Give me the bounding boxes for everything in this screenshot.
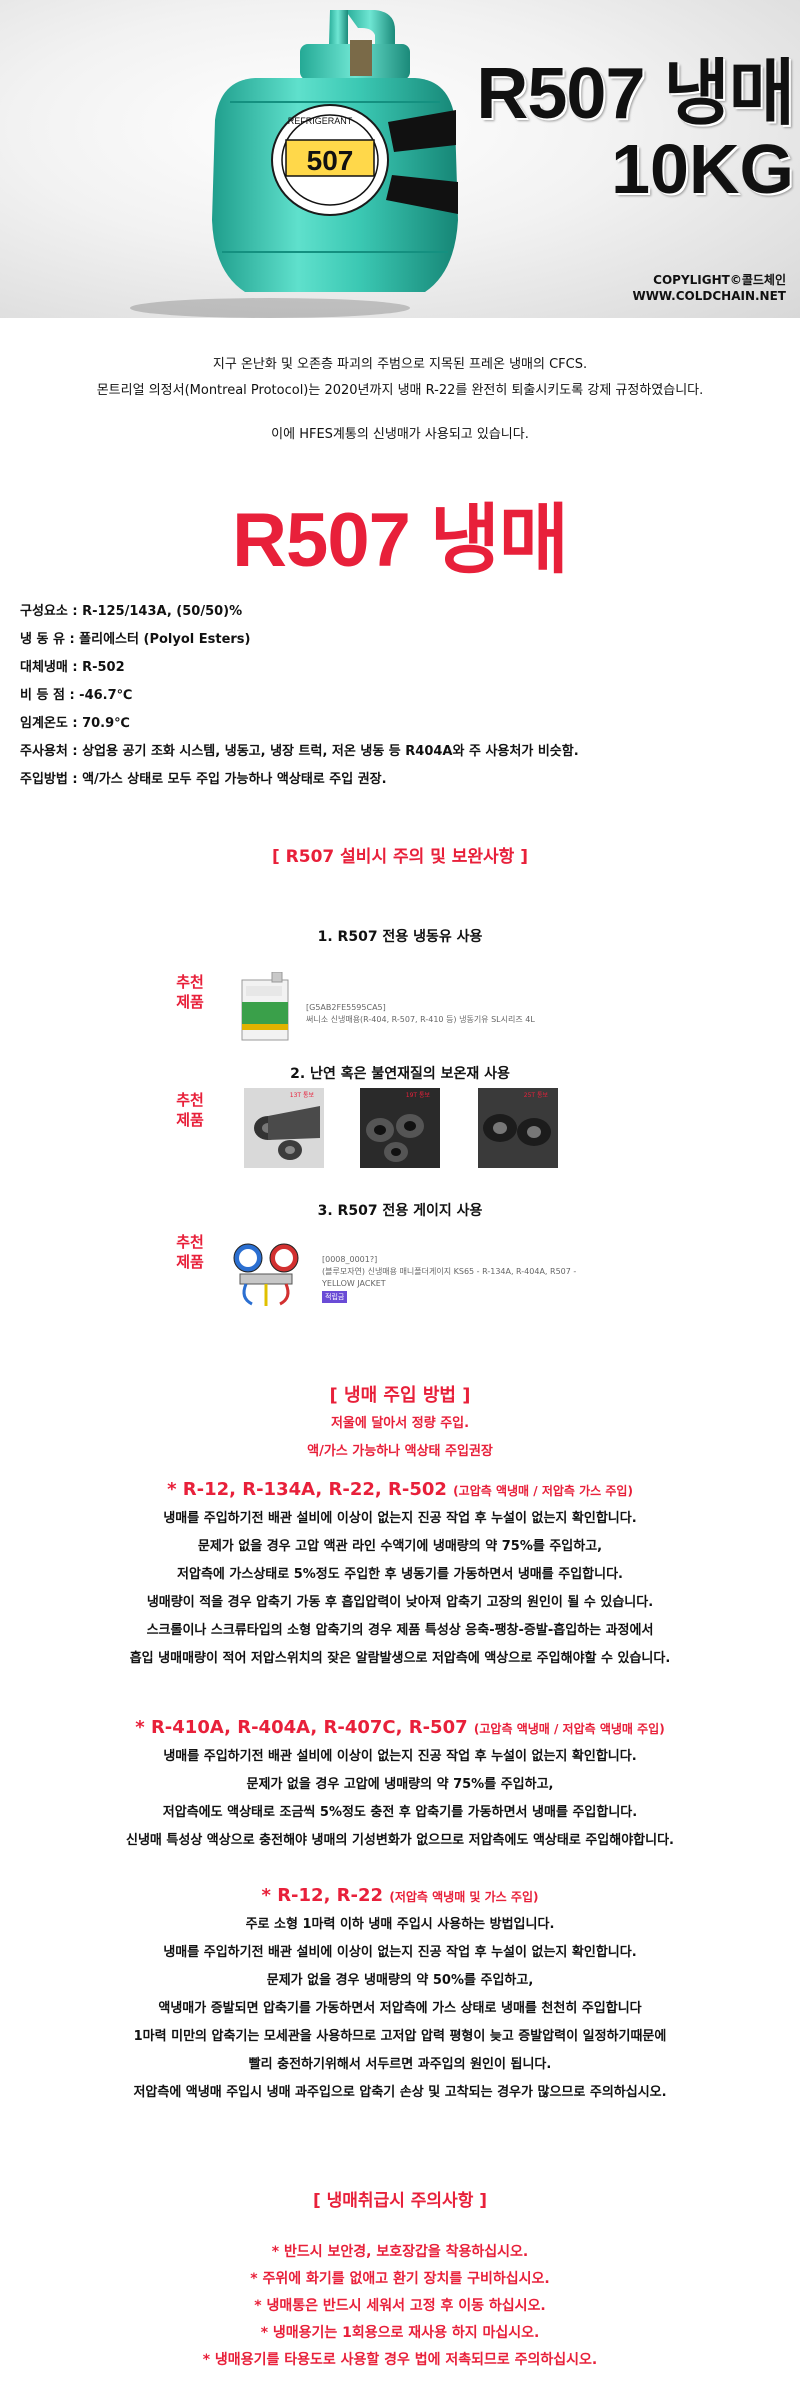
charging-sub1: 저울에 달아서 정량 주입.	[330, 1416, 470, 1431]
caution-item-4: * 냉매용기는 1회용으로 재사용 하지 마십시오.	[260, 2325, 540, 2341]
oil-product-name: 써니소 신냉매용(R-404, R-507, R-410 등) 냉동기유 SL시…	[306, 1015, 535, 1024]
install-item1-title: 1. R507 전용 냉동유 사용	[317, 929, 483, 945]
oil-can-image[interactable]	[236, 972, 296, 1044]
charging-group-1: * R-12, R-134A, R-22, R-502 (고압측 액냉매 / 저…	[0, 1476, 800, 1673]
spec-critical-temp: 임계온도 : 70.9℃	[20, 716, 130, 731]
oil-product-code: [G5AB2FE5595CA5]	[306, 1003, 386, 1012]
install-section-heading: [ R507 설비시 주의 및 보완사항 ]	[271, 847, 529, 867]
intro-text: 지구 온난화 및 오존층 파괴의 주범으로 지목된 프레온 냉매의 CFCS. …	[0, 352, 800, 448]
charging-group2-line1: 냉매를 주입하기전 배관 설비에 이상이 없는지 진공 작업 후 누설이 없는지…	[163, 1749, 637, 1764]
charging-group3-line7: 저압측에 액냉매 주입시 냉매 과주입으로 압축기 손상 및 고착되는 경우가 …	[133, 2085, 667, 2100]
spec-charging: 주입방법 : 액/가스 상태로 모두 주입 가능하나 액상태로 주입 권장.	[20, 772, 387, 787]
insulation-19t-image[interactable]: 19T 통보	[360, 1088, 440, 1168]
charging-group-3: * R-12, R-22 (저압측 액냉매 및 가스 주입) 주로 소형 1마력…	[0, 1882, 800, 2107]
hero-title-line2: 10KG	[611, 130, 794, 208]
charging-group1-heading: * R-12, R-134A, R-22, R-502 (고압측 액냉매 / 저…	[167, 1479, 633, 1500]
copyright-url: WWW.COLDCHAIN.NET	[632, 289, 786, 303]
charging-heading: [ 냉매 주입 방법 ]	[329, 1385, 471, 1406]
insulation-13t-image[interactable]: 13T 통보	[244, 1088, 324, 1168]
install-item2-title: 2. 난연 혹은 불연재질의 보온재 사용	[290, 1066, 510, 1082]
charging-group3-line3: 문제가 없을 경우 냉매량의 약 50%를 주입하고,	[266, 1973, 534, 1988]
hero-banner: 507 REFRIGERANT R507 냉매 10KG COPYLIGHT©콜…	[0, 0, 800, 318]
caution-item-2: * 주위에 화기를 없애고 환기 장치를 구비하십시오.	[250, 2271, 550, 2287]
charging-group1-line5: 스크롤이나 스크류타입의 소형 압축기의 경우 제품 특성상 응축-팽창-증발-…	[146, 1623, 654, 1638]
cylinder-label-text: 507	[307, 145, 354, 176]
hero-title: R507 냉매 10KG	[476, 54, 795, 208]
charging-group1-line6: 흡입 냉매매량이 적어 저압스위치의 잦은 알람발생으로 저압측에 액상으로 주…	[129, 1651, 671, 1666]
spec-replacement: 대체냉매 : R-502	[20, 660, 125, 675]
spec-oil: 냉 동 유 : 폴리에스터 (Polyol Esters)	[20, 632, 251, 647]
caution-item-3: * 냉매통은 반드시 세워서 고정 후 이동 하십시오.	[254, 2298, 546, 2314]
charging-group2-line3: 저압측에도 액상태로 조금씩 5%정도 충전 후 압축기를 가동하면서 냉매를 …	[162, 1805, 638, 1820]
charging-group2-heading: * R-410A, R-404A, R-407C, R-507 (고압측 액냉매…	[135, 1717, 665, 1738]
gauge-product-code: [0008_0001?]	[322, 1255, 378, 1264]
recommend-label-1: 추천 제품	[176, 973, 204, 1011]
charging-group3-line5: 1마력 미만의 압축기는 모세관을 사용하므로 고저압 압력 평형이 늦고 증발…	[133, 2029, 667, 2044]
charging-group3-line2: 냉매를 주입하기전 배관 설비에 이상이 없는지 진공 작업 후 누설이 없는지…	[163, 1945, 637, 1960]
refrigerant-cylinder-image: 507 REFRIGERANT	[130, 10, 458, 318]
main-title: R507 냉매	[232, 498, 569, 583]
recommend-label-3: 추천 제품	[176, 1233, 204, 1271]
hero-title-line1: R507 냉매	[476, 54, 795, 134]
intro-line1: 지구 온난화 및 오존층 파괴의 주범으로 지목된 프레온 냉매의 CFCS.	[212, 357, 588, 372]
charging-group3-line6: 빨리 충전하기위해서 서두르면 과주입의 원인이 됩니다.	[248, 2057, 552, 2072]
intro-line2: 몬트리얼 의정서(Montreal Protocol)는 2020년까지 냉매 …	[96, 383, 704, 398]
spec-boiling-point: 비 등 점 : -46.7℃	[20, 688, 133, 703]
charging-group-2: * R-410A, R-404A, R-407C, R-507 (고압측 액냉매…	[0, 1714, 800, 1855]
gauge-product-desc[interactable]: [0008_0001?] (블루모자연) 신냉매용 매니폴더게이지 KS65 -…	[322, 1254, 582, 1303]
caution-item-1: * 반드시 보안경, 보호장갑을 착용하십시오.	[271, 2244, 529, 2260]
spec-composition: 구성요소 : R-125/143A, (50/50)%	[20, 604, 243, 619]
recommend-label-2: 추천 제품	[176, 1091, 204, 1129]
install-item3-title: 3. R507 전용 게이지 사용	[317, 1203, 483, 1219]
charging-group2-line4: 신냉매 특성상 액상으로 충전해야 냉매의 기성변화가 없으므로 저압측에도 액…	[126, 1833, 674, 1848]
copyright-line1: COPYLIGHT©콜드체인	[653, 273, 786, 287]
charging-group3-heading: * R-12, R-22 (저압측 액냉매 및 가스 주입)	[261, 1885, 539, 1906]
charging-group1-line3: 저압측에 가스상태로 5%정도 주입한 후 냉동기를 가동하면서 냉매를 주입합…	[177, 1567, 623, 1582]
oil-product-desc[interactable]: [G5AB2FE5595CA5] 써니소 신냉매용(R-404, R-507, …	[306, 1002, 626, 1026]
insulation-13t-label: 13T 통보	[290, 1092, 315, 1099]
insulation-19t-label: 19T 통보	[406, 1092, 431, 1099]
copyright: COPYLIGHT©콜드체인 WWW.COLDCHAIN.NET	[632, 272, 786, 304]
insulation-25t-image[interactable]: 25T 통보	[478, 1088, 558, 1168]
cautions-section: [ 냉매취급시 주의사항 ] * 반드시 보안경, 보호장갑을 착용하십시오. …	[0, 2188, 800, 2374]
charging-group1-line2: 문제가 없을 경우 고압 액관 라인 수액기에 냉매량의 약 75%를 주입하고…	[197, 1539, 603, 1554]
spec-usage: 주사용처 : 상업용 공기 조화 시스템, 냉동고, 냉장 트럭, 저온 냉동 …	[20, 744, 579, 759]
charging-group3-line1: 주로 소형 1마력 이하 냉매 주입시 사용하는 방법입니다.	[245, 1917, 555, 1932]
cautions-heading: [ 냉매취급시 주의사항 ]	[312, 2191, 488, 2211]
charging-sub2: 액/가스 가능하나 액상태 주입권장	[307, 1444, 493, 1459]
charging-section: [ 냉매 주입 방법 ] 저울에 달아서 정량 주입. 액/가스 가능하나 액상…	[0, 1382, 800, 1466]
spec-list: 구성요소 : R-125/143A, (50/50)% 냉 동 유 : 폴리에스…	[20, 598, 579, 794]
charging-group3-line4: 액냉매가 증발되면 압축기를 가동하면서 저압측에 가스 상태로 냉매를 천천히…	[158, 2001, 642, 2016]
charging-group2-line2: 문제가 없을 경우 고압에 냉매량의 약 75%를 주입하고,	[246, 1777, 554, 1792]
intro-line3: 이에 HFES계통의 신냉매가 사용되고 있습니다.	[271, 427, 529, 442]
caution-item-5: * 냉매용기를 타용도로 사용할 경우 법에 저촉되므로 주의하십시오.	[202, 2352, 598, 2368]
insulation-25t-label: 25T 통보	[524, 1092, 549, 1099]
cylinder-band-text: REFRIGERANT	[288, 116, 353, 126]
gauge-product-name: (블루모자연) 신냉매용 매니폴더게이지 KS65 - R-134A, R-40…	[322, 1267, 577, 1288]
charging-group1-line1: 냉매를 주입하기전 배관 설비에 이상이 없는지 진공 작업 후 누설이 없는지…	[163, 1511, 637, 1526]
manifold-gauge-image[interactable]	[230, 1238, 302, 1308]
charging-group1-line4: 냉매량이 적을 경우 압축기 가동 후 흡입압력이 낮아져 압축기 고장의 원인…	[146, 1595, 654, 1610]
reward-badge: 적립금	[322, 1291, 348, 1303]
